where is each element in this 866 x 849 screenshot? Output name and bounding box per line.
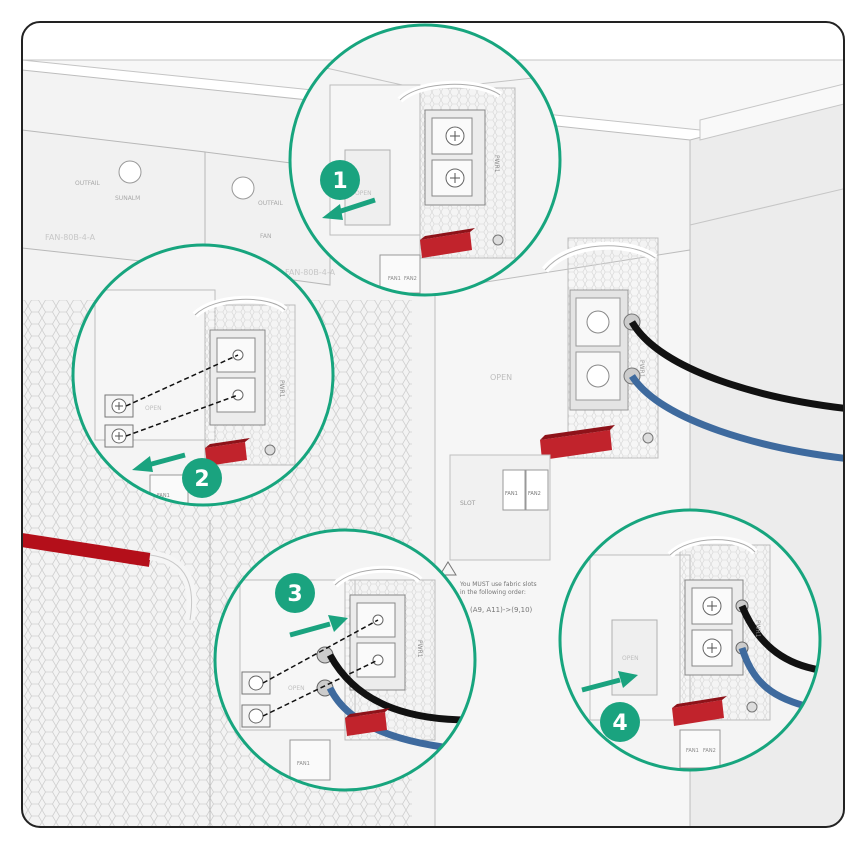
cable-black-c3 [326,653,471,724]
step-badge-3 [275,573,315,613]
label-outfail-2: OUTFAIL [258,200,284,207]
cable-black-c4 [738,604,820,674]
step-number-3: 3 [287,582,302,607]
label-fan1-c1: FAN1 [388,276,401,282]
label-open-c1: OPEN [355,190,372,197]
label-open-psu: OPEN [490,373,512,382]
ground-screw-icon [492,234,504,246]
callout-step-2: PWR1 OPEN FAN1 2 [71,243,335,507]
label-fan: FAN [260,233,272,240]
label-pwr1-c1: PWR1 [493,155,500,173]
label-open-c2: OPEN [145,405,162,412]
label-sunalm: SUNALM [115,195,140,202]
callout-border-4 [558,508,822,772]
step-badge-1 [320,160,360,200]
label-fan2-slot: FAN2 [528,491,541,497]
label-outfail: OUTFAIL [75,180,101,187]
arrow-right-3 [289,621,331,638]
outer-frame [21,21,845,828]
step-number-1: 1 [332,169,347,194]
latch-c2 [205,442,247,466]
slot-order: (A9, A11)->(9,10) [470,606,533,614]
latch-c3 [345,712,387,736]
label-pwr1-c3: PWR1 [416,640,423,658]
step-badge-4 [600,702,640,742]
power-module-right: OPEN PWR1 [434,237,844,827]
callout-step-3: PWR1 OPEN FAN1 3 [213,528,477,792]
label-fan1-c4: FAN1 [686,748,699,754]
label-open-c3: OPEN [288,685,305,692]
slot-note-line-1: You MUST use fabric slots [459,581,537,588]
latch-c4 [672,700,724,726]
label-fan1-c3: FAN1 [297,761,310,767]
psu-latch [540,430,612,460]
slot-note-line-2: in the following order: [460,589,526,596]
callout-border-3 [213,528,477,792]
step-number-4: 4 [612,711,627,736]
label-slot: SLOT [460,500,476,507]
label-fan-model: FAN-80B-4-A [45,233,96,242]
alignment-line-lower [125,394,239,437]
label-open-c4: OPEN [622,655,639,662]
label-pwr1-c4: PWR1 [754,620,761,638]
step-number-2: 2 [194,467,209,492]
arrow-left-1 [337,197,376,215]
fan-module-left: OUTFAIL SUNALM FAN-80B-4-A [22,129,206,269]
label-fan2-c1: FAN2 [404,276,417,282]
label-fan-model-2: FAN-80B-4-A [285,268,336,277]
label-fan1-slot: FAN1 [505,491,518,497]
arrow-right-4 [581,677,621,693]
arrow-left-2 [147,452,186,468]
step-badge-2 [182,458,222,498]
callout-border-2 [71,243,335,507]
latch-c1 [420,232,472,258]
alignment-line-upper [125,354,239,407]
label-pwr1-c2: PWR1 [278,380,285,398]
callout-step-1: PWR1 OPEN FAN1 FAN2 1 [288,23,562,297]
label-pwr1-psu: PWR1 [638,360,645,378]
slot-label-panel: FAN1 FAN2 SLOT [449,454,551,561]
warning-triangle-icon [439,561,457,576]
label-fan2-c4: FAN2 [703,748,716,754]
label-fan1-c2: FAN1 [157,493,170,499]
callout-step-4: PWR1 OPEN FAN1 FAN2 4 [558,508,822,772]
warning-notice: You MUST use fabric slots in the followi… [439,561,537,614]
callout-border-1 [288,23,562,297]
